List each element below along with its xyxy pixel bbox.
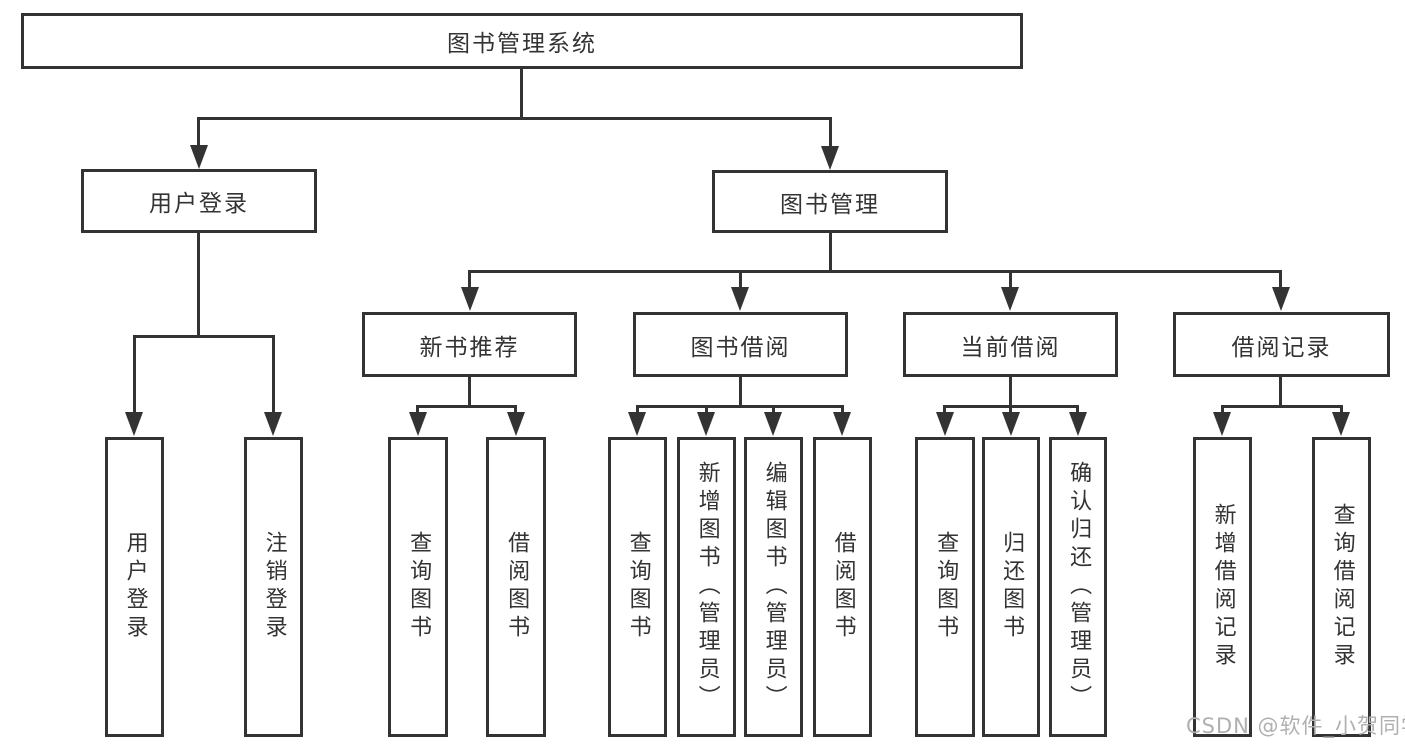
connector-line <box>468 270 471 290</box>
node-new-book-recommendation: 新书推荐 <box>362 312 577 377</box>
connector-arrow-down <box>936 412 954 436</box>
connector-line <box>943 405 946 417</box>
leaf-query-books-current: 查询图书 <box>915 437 975 737</box>
leaf-query-borrow-record-label: 查询借阅记录 <box>1329 503 1355 671</box>
connector-arrow-down <box>1272 287 1290 311</box>
connector-line <box>1009 270 1012 290</box>
connector-line <box>1340 405 1343 417</box>
connector-arrow-down <box>833 412 851 436</box>
connector-line <box>636 405 844 408</box>
connector-line <box>133 335 275 338</box>
leaf-edit-books-admin-label: 编辑图书（管理员） <box>761 461 787 713</box>
connector-line <box>197 117 832 120</box>
node-book-management: 图书管理 <box>712 170 948 233</box>
leaf-logout: 注销登录 <box>244 437 303 737</box>
leaf-query-books-borrowing: 查询图书 <box>608 437 667 737</box>
connector-line <box>197 117 200 148</box>
connector-arrow-down <box>1069 412 1087 436</box>
connector-line <box>197 233 200 335</box>
connector-line <box>272 335 275 415</box>
connector-line <box>1009 405 1012 417</box>
connector-arrow-down <box>1002 412 1020 436</box>
leaf-query-books-recommend: 查询图书 <box>388 437 448 737</box>
node-library-management-system: 图书管理系统 <box>21 13 1023 69</box>
connector-line <box>514 405 517 417</box>
leaf-add-borrow-record-label: 新增借阅记录 <box>1210 503 1236 671</box>
leaf-user-login: 用户登录 <box>105 437 164 737</box>
connector-line <box>1279 270 1282 290</box>
connector-line <box>841 405 844 417</box>
leaf-logout-label: 注销登录 <box>261 531 287 643</box>
node-user-login: 用户登录 <box>81 169 317 233</box>
leaf-edit-books-admin: 编辑图书（管理员） <box>744 437 803 737</box>
leaf-return-books-label: 归还图书 <box>999 531 1025 643</box>
connector-arrow-down <box>461 287 479 311</box>
connector-line <box>468 270 1282 273</box>
connector-arrow-down <box>1213 412 1231 436</box>
leaf-borrow-books: 借阅图书 <box>813 437 872 737</box>
connector-arrow-down <box>1332 412 1350 436</box>
connector-arrow-down <box>1001 287 1019 311</box>
leaf-confirm-return-admin: 确认归还（管理员） <box>1049 437 1107 737</box>
connector-line <box>636 405 639 417</box>
connector-line <box>133 335 136 415</box>
connector-line <box>416 405 517 408</box>
connector-arrow-down <box>409 412 427 436</box>
connector-arrow-down <box>264 412 282 436</box>
connector-line <box>520 69 523 117</box>
connector-arrow-down <box>507 412 525 436</box>
connector-line <box>468 377 471 405</box>
connector-arrow-down <box>697 412 715 436</box>
connector-line <box>829 117 832 148</box>
leaf-add-books-admin: 新增图书（管理员） <box>677 437 736 737</box>
leaf-user-login-label: 用户登录 <box>122 531 148 643</box>
connector-arrow-down <box>731 287 749 311</box>
connector-arrow-down <box>764 412 782 436</box>
node-current-borrowing: 当前借阅 <box>903 312 1118 377</box>
connector-line <box>1221 405 1343 408</box>
leaf-add-books-admin-label: 新增图书（管理员） <box>694 461 720 713</box>
leaf-query-books-current-label: 查询图书 <box>933 531 959 643</box>
connector-line <box>772 405 775 417</box>
leaf-confirm-return-admin-label: 确认归还（管理员） <box>1066 461 1092 713</box>
connector-line <box>1279 377 1282 405</box>
leaf-return-books: 归还图书 <box>982 437 1040 737</box>
connector-arrow-down <box>821 146 839 170</box>
leaf-query-books-borrowing-label: 查询图书 <box>625 531 651 643</box>
node-book-borrowing: 图书借阅 <box>633 312 848 377</box>
connector-line <box>1076 405 1079 417</box>
connector-line <box>705 405 708 417</box>
leaf-borrow-books-recommend: 借阅图书 <box>486 437 546 737</box>
leaf-query-borrow-record: 查询借阅记录 <box>1312 437 1371 737</box>
connector-line <box>1221 405 1224 417</box>
connector-arrow-down <box>125 412 143 436</box>
connector-line <box>1009 377 1012 405</box>
connector-line <box>416 405 419 417</box>
connector-line <box>739 377 742 405</box>
leaf-borrow-books-label: 借阅图书 <box>830 531 856 643</box>
leaf-add-borrow-record: 新增借阅记录 <box>1193 437 1252 737</box>
connector-arrow-down <box>190 145 208 169</box>
connector-arrow-down <box>628 412 646 436</box>
csdn-watermark: CSDN @软件_小贺同学 <box>1186 714 1405 738</box>
connector-line <box>739 270 742 290</box>
node-borrowing-records: 借阅记录 <box>1173 312 1390 377</box>
leaf-query-books-recommend-label: 查询图书 <box>406 531 432 643</box>
connector-line <box>829 233 832 270</box>
leaf-borrow-books-recommend-label: 借阅图书 <box>504 531 530 643</box>
